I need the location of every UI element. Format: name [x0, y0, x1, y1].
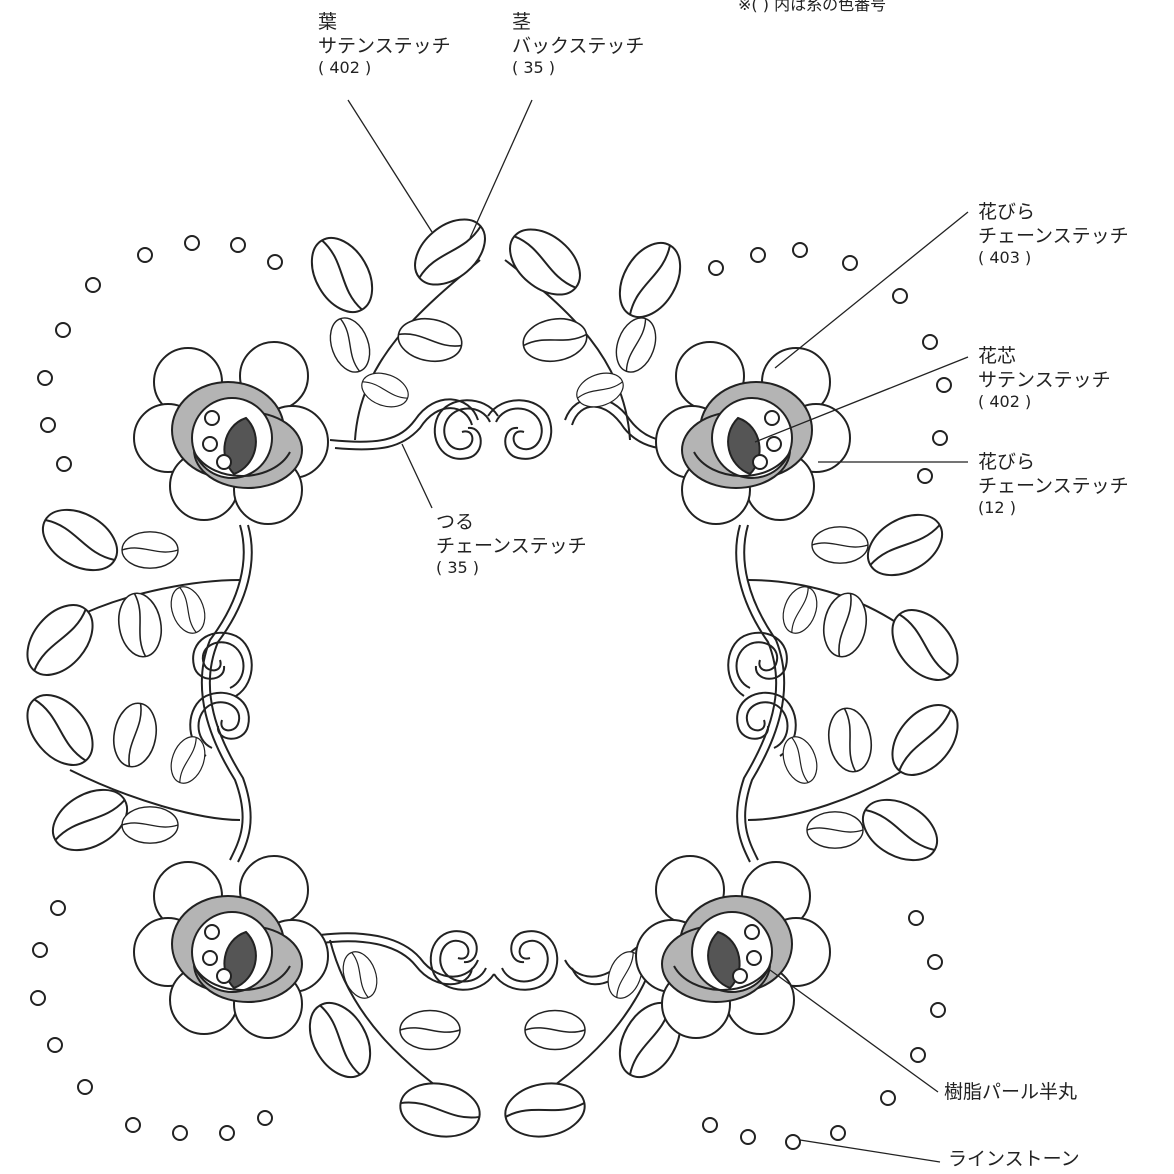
color-note: ※( ) 内は糸の色番号: [738, 0, 886, 15]
rhinestone-dot: [831, 1126, 845, 1140]
rhinestone-dot: [231, 238, 245, 252]
rhinestone-dot: [741, 1130, 755, 1144]
rhinestone-dot: [38, 371, 52, 385]
rhinestone-dot: [86, 278, 100, 292]
rose-bottom-right: [636, 856, 830, 1038]
rhinestone-dot: [268, 255, 282, 269]
rhinestone-dot: [31, 991, 45, 1005]
rhinestone-dot: [881, 1091, 895, 1105]
rhinestone-dot: [185, 236, 199, 250]
leaves-right: [748, 502, 971, 872]
rhinestone-dot: [909, 911, 923, 925]
rhinestone-dot: [937, 378, 951, 392]
label-stem-stitch: バックステッチ: [512, 34, 644, 58]
rhinestone-dot: [751, 248, 765, 262]
rhinestone-dot: [928, 955, 942, 969]
leaves-top: [299, 206, 692, 440]
label-stem: 茎 バックステッチ ( 35 ): [512, 10, 644, 78]
rhinestone-dot: [173, 1126, 187, 1140]
label-center-name: 花芯: [978, 344, 1111, 368]
label-stem-name: 茎: [512, 10, 644, 34]
label-leaf: 葉 サテンステッチ ( 402 ): [318, 10, 451, 78]
rhinestone-dot: [220, 1126, 234, 1140]
rose-bottom-left: [134, 856, 328, 1038]
rhinestone-dot: [918, 469, 932, 483]
rhinestone-dot: [923, 335, 937, 349]
label-petal-inner-stitch: チェーンステッチ: [978, 474, 1129, 498]
rhinestone-dot: [786, 1135, 800, 1149]
label-flower-center: 花芯 サテンステッチ ( 402 ): [978, 344, 1111, 412]
label-center-stitch: サテンステッチ: [978, 368, 1111, 392]
leaves-bottom: [297, 940, 692, 1143]
rhinestone-dot: [126, 1118, 140, 1132]
label-petal-inner: 花びら チェーンステッチ (12 ): [978, 450, 1129, 518]
rhinestone-dot: [138, 248, 152, 262]
label-rhinestone: ラインストーン: [948, 1147, 1080, 1171]
rhinestone-dot: [933, 431, 947, 445]
label-vine-stitch: チェーンステッチ: [436, 534, 587, 558]
label-leaf-stitch: サテンステッチ: [318, 34, 451, 58]
rhinestone-dot: [48, 1038, 62, 1052]
label-vine-code: ( 35 ): [436, 558, 587, 578]
label-petal-outer-code: ( 403 ): [978, 248, 1129, 268]
rhinestone-dot: [893, 289, 907, 303]
rose-top-right: [656, 342, 850, 524]
rhinestone-dot: [258, 1111, 272, 1125]
label-leaf-name: 葉: [318, 10, 451, 34]
rhinestone-dot: [56, 323, 70, 337]
rhinestone-dot: [51, 901, 65, 915]
label-petal-inner-name: 花びら: [978, 450, 1129, 474]
rhinestone-dot: [57, 457, 71, 471]
label-vine-name: つる: [436, 510, 587, 534]
label-pearl-name: 樹脂パール半丸: [944, 1080, 1077, 1104]
label-stem-code: ( 35 ): [512, 58, 644, 78]
rhinestone-dot: [78, 1080, 92, 1094]
rose-top-left: [134, 342, 328, 524]
rhinestone-dot: [709, 261, 723, 275]
label-leaf-code: ( 402 ): [318, 58, 451, 78]
leaves-left: [14, 497, 240, 862]
rhinestone-dot: [911, 1048, 925, 1062]
rhinestone-dot: [931, 1003, 945, 1017]
label-pearl: 樹脂パール半丸: [944, 1080, 1077, 1104]
label-vine: つる チェーンステッチ ( 35 ): [436, 510, 587, 578]
label-petal-inner-code: (12 ): [978, 498, 1129, 518]
label-petal-outer-stitch: チェーンステッチ: [978, 224, 1129, 248]
rhinestone-dot: [41, 418, 55, 432]
rhinestone-dot: [843, 256, 857, 270]
rhinestone-dot: [703, 1118, 717, 1132]
rhinestone-dot: [793, 243, 807, 257]
label-petal-outer: 花びら チェーンステッチ ( 403 ): [978, 200, 1129, 268]
label-center-code: ( 402 ): [978, 392, 1111, 412]
label-petal-outer-name: 花びら: [978, 200, 1129, 224]
label-rhinestone-name: ラインストーン: [948, 1147, 1080, 1171]
rhinestone-dot: [33, 943, 47, 957]
